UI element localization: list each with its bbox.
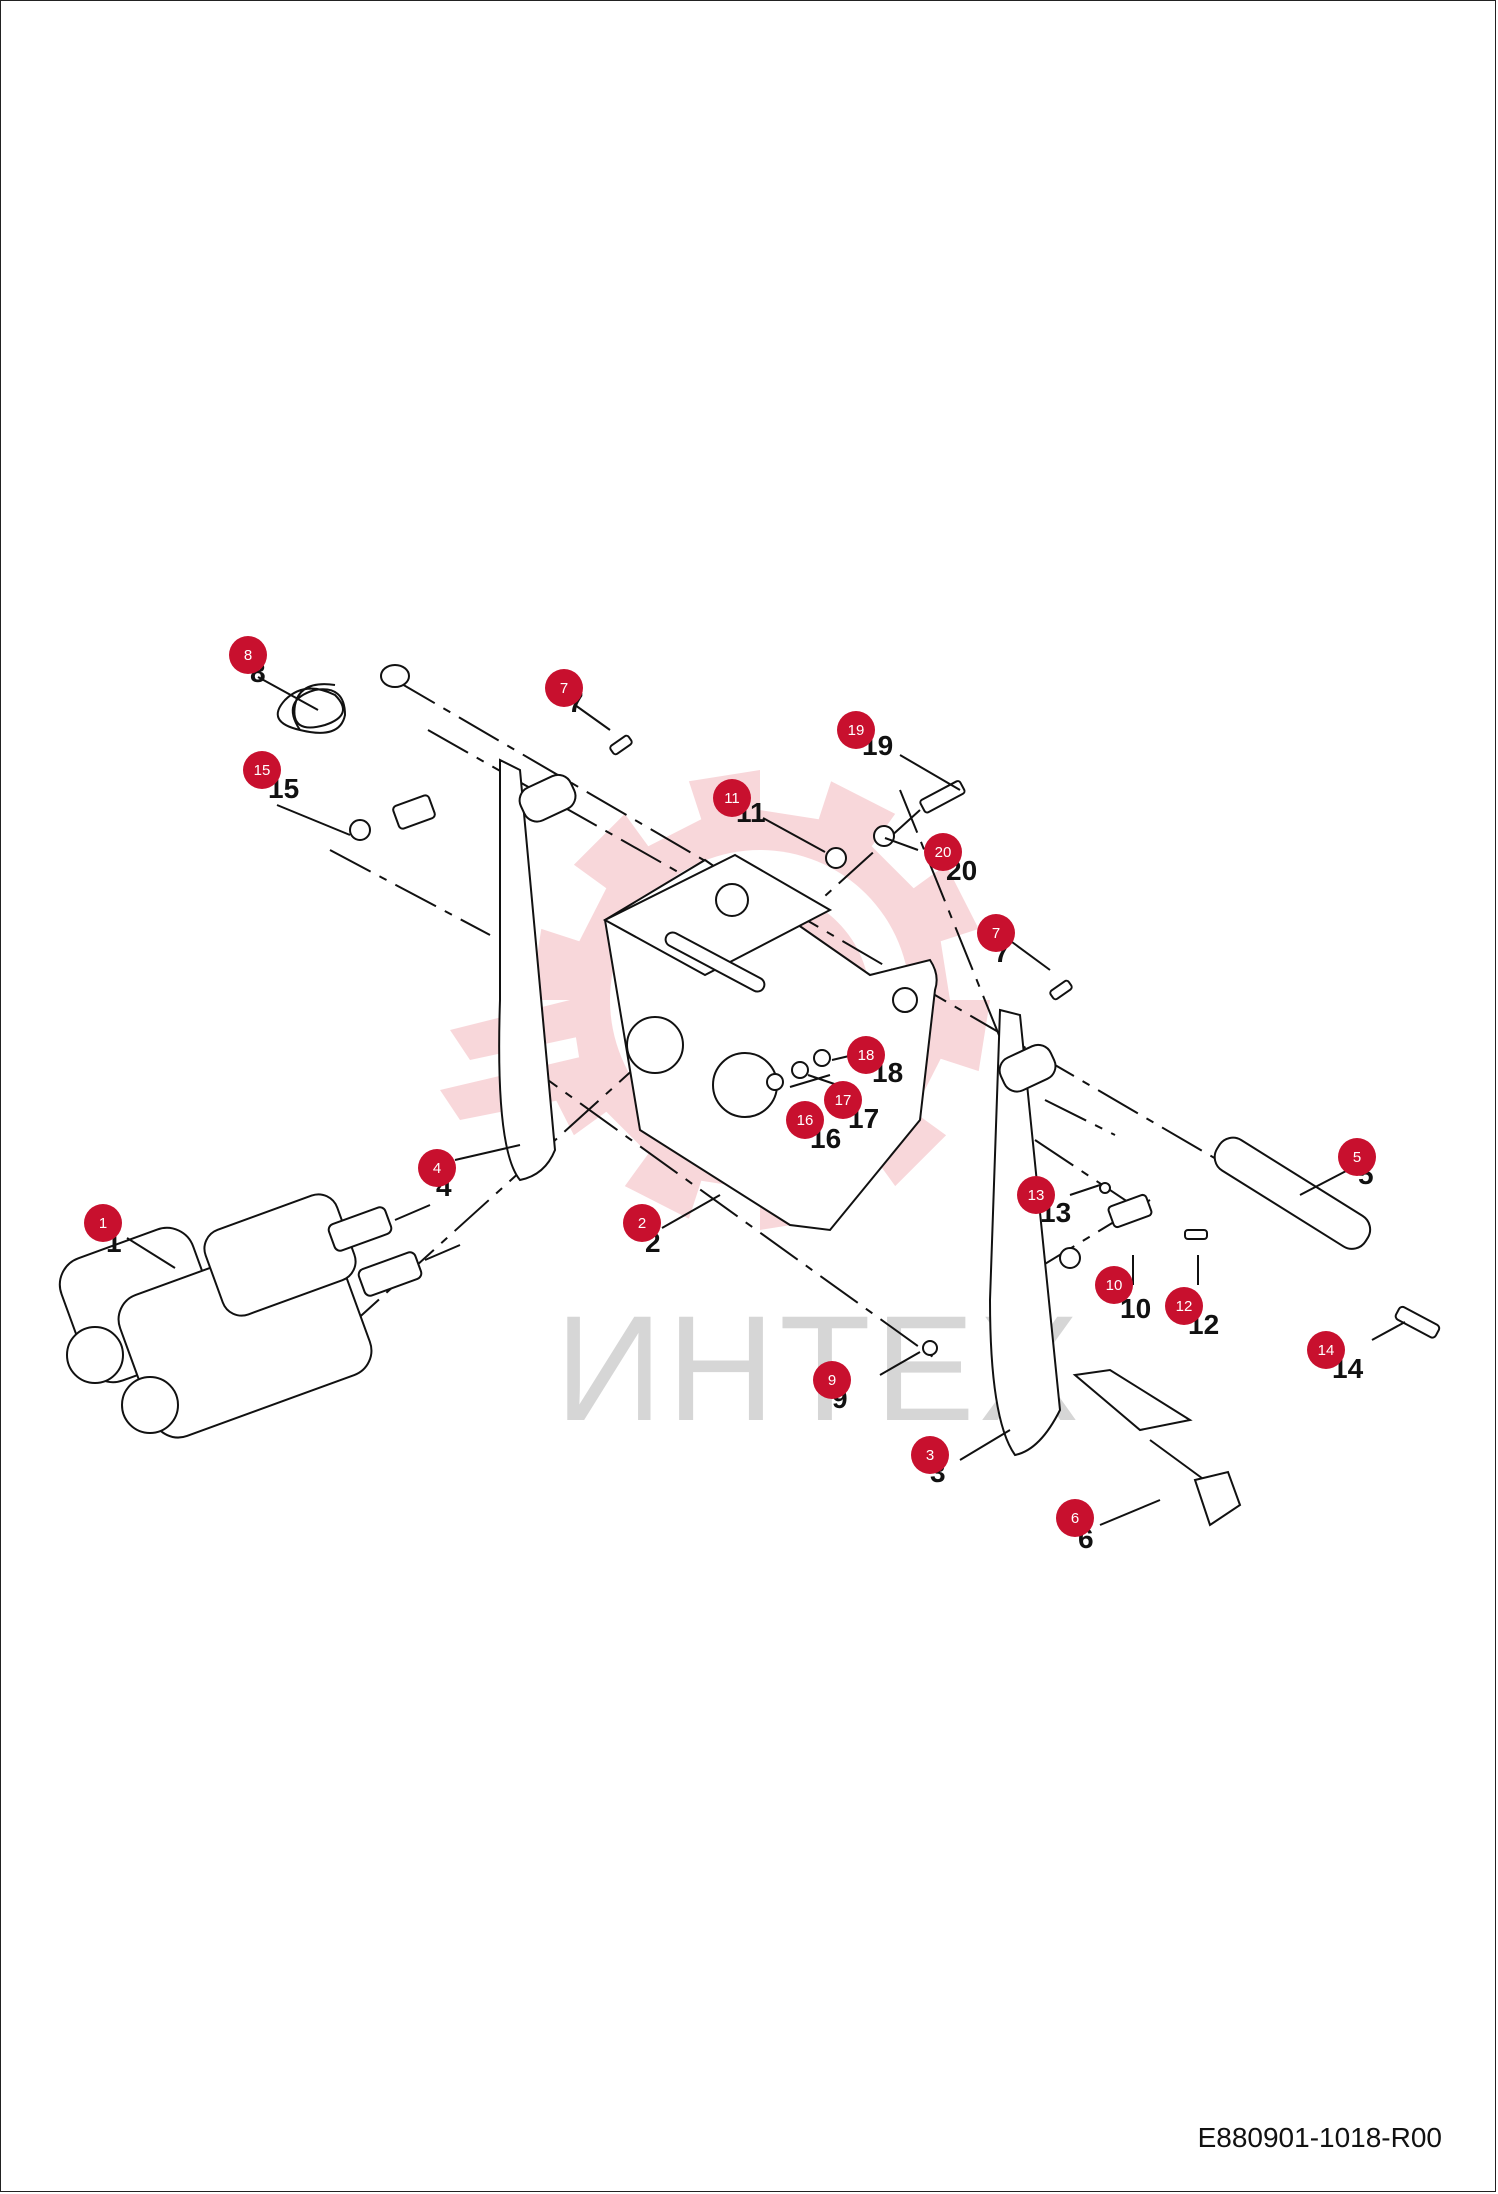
callout-badge-14: 14 [1307, 1331, 1345, 1369]
hardware-parts [349, 734, 1441, 1356]
callout-badge-13: 13 [1017, 1176, 1055, 1214]
svg-text:4: 4 [433, 1160, 441, 1177]
svg-text:16: 16 [797, 1112, 814, 1129]
svg-text:19: 19 [848, 722, 865, 739]
svg-text:7: 7 [560, 680, 568, 697]
svg-text:11: 11 [724, 790, 740, 807]
svg-text:2: 2 [638, 1215, 646, 1232]
svg-text:3: 3 [926, 1447, 934, 1464]
svg-text:5: 5 [1353, 1149, 1361, 1166]
callout-badges: 8 7 15 19 11 20 7 18 17 16 4 2 1 5 13 10… [84, 636, 1376, 1537]
callout-badge-20: 20 [924, 833, 962, 871]
callout-badge-3: 3 [911, 1436, 949, 1474]
svg-text:9: 9 [828, 1372, 836, 1389]
callout-badge-12: 12 [1165, 1287, 1203, 1325]
callout-badge-19: 19 [837, 711, 875, 749]
callout-badge-1: 1 [84, 1204, 122, 1242]
left-pedal-arm [498, 758, 577, 1182]
callout-badge-10: 10 [1095, 1266, 1133, 1304]
svg-text:18: 18 [858, 1047, 875, 1064]
pedal-pad [1072, 1368, 1242, 1527]
return-spring [276, 664, 410, 734]
callout-badge-7-lower: 7 [977, 914, 1015, 952]
svg-text:12: 12 [1176, 1298, 1193, 1315]
svg-text:10: 10 [1106, 1277, 1123, 1294]
svg-text:14: 14 [1318, 1342, 1335, 1359]
drawing-code: E880901-1018-R00 [1197, 2122, 1442, 2153]
svg-text:20: 20 [935, 844, 952, 861]
svg-text:6: 6 [1071, 1510, 1079, 1527]
callout-badge-5: 5 [1338, 1138, 1376, 1176]
callout-badge-7-upper: 7 [545, 669, 583, 707]
svg-text:13: 13 [1028, 1187, 1045, 1204]
svg-text:15: 15 [254, 762, 271, 779]
svg-text:8: 8 [244, 647, 252, 664]
pedal-bracket [602, 853, 938, 1232]
callout-badge-15: 15 [243, 751, 281, 789]
callout-badge-2: 2 [623, 1204, 661, 1242]
right-pedal-arm [988, 1008, 1062, 1457]
svg-text:1: 1 [99, 1215, 107, 1232]
callout-badge-17: 17 [824, 1081, 862, 1119]
callout-badge-8: 8 [229, 636, 267, 674]
callout-badge-16: 16 [786, 1101, 824, 1139]
pivot-shaft [1213, 1136, 1372, 1250]
callout-badge-4: 4 [418, 1149, 456, 1187]
svg-text:7: 7 [992, 925, 1000, 942]
callout-badge-6: 6 [1056, 1499, 1094, 1537]
callout-badge-11: 11 [713, 779, 751, 817]
svg-text:17: 17 [835, 1092, 852, 1109]
callout-badge-9: 9 [813, 1361, 851, 1399]
brake-valve [58, 1193, 461, 1439]
callout-badge-18: 18 [847, 1036, 885, 1074]
leader-lines [126, 676, 1406, 1526]
